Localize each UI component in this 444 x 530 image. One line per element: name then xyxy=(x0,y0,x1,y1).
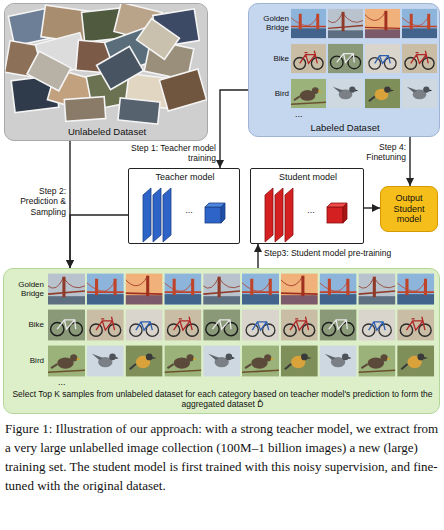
drawing-part xyxy=(328,9,363,38)
dataset-panel: Golden BridgeBikeBird...Select Top K sam… xyxy=(3,268,440,414)
drawing-part xyxy=(328,79,363,108)
drawing-part xyxy=(402,44,437,73)
drawing-part xyxy=(126,346,163,377)
flow-arrow xyxy=(364,207,380,208)
drawing-part xyxy=(64,97,105,122)
ellipsis: ... xyxy=(58,377,88,388)
drawing-part xyxy=(242,310,279,341)
model-box: Student model... xyxy=(250,168,364,244)
drawing-part xyxy=(281,274,318,305)
drawing-part xyxy=(48,310,85,341)
drawing-part xyxy=(365,79,400,108)
panel-title: Labeled Dataset xyxy=(249,122,440,133)
drawing-part xyxy=(48,274,85,305)
drawing-part xyxy=(242,274,279,305)
dataset-panel: Unlabeled Dataset xyxy=(4,3,208,141)
drawing-part xyxy=(320,274,357,305)
row-label: Golden Bridge xyxy=(6,280,44,299)
drawing-part xyxy=(365,9,400,38)
panel-note: Select Top K samples from unlabeled data… xyxy=(10,389,435,409)
step-label: Step 2: Prediction & Sampling xyxy=(10,186,66,217)
drawing-part xyxy=(27,51,71,91)
drawing-part xyxy=(164,274,201,305)
drawing-part xyxy=(126,274,163,305)
output-box: Output Student model xyxy=(380,186,438,232)
drawing-part xyxy=(137,19,180,60)
drawing-part xyxy=(397,274,434,305)
drawing-part xyxy=(164,310,201,341)
row-label: Bike xyxy=(251,54,289,63)
ellipsis: ... xyxy=(301,205,321,216)
drawing-part xyxy=(5,4,207,124)
drawing-part xyxy=(358,310,395,341)
row-label: Bird xyxy=(6,356,44,365)
row-label: Bird xyxy=(251,89,289,98)
model-box: Teacher model... xyxy=(128,168,240,244)
step-label: Step 4: Finetuning xyxy=(338,142,406,163)
drawing-part xyxy=(48,346,85,377)
drawing-part xyxy=(242,346,279,377)
drawing-part xyxy=(281,346,318,377)
drawing-part xyxy=(221,203,225,223)
flow-arrow xyxy=(257,244,258,268)
drawing-part xyxy=(97,46,144,89)
photo-pile xyxy=(5,4,208,128)
drawing-part xyxy=(159,69,206,111)
drawing-part xyxy=(5,4,208,128)
drawing-part xyxy=(87,310,124,341)
row-label: Bike xyxy=(6,320,44,329)
drawing-part xyxy=(358,346,395,377)
drawing-part xyxy=(203,310,240,341)
flow-arrow xyxy=(220,90,248,168)
box-title: Student model xyxy=(251,172,364,183)
drawing-part xyxy=(143,188,151,242)
drawing-part xyxy=(291,79,326,108)
drawing-part xyxy=(328,44,363,73)
drawing-part xyxy=(153,188,161,242)
drawing-part xyxy=(265,188,347,242)
drawing-part xyxy=(402,9,437,38)
drawing-part xyxy=(275,188,283,242)
panel-title: Unlabeled Dataset xyxy=(5,126,208,137)
step-label: Step3: Student model pre-training xyxy=(264,248,440,258)
drawing-part xyxy=(87,274,124,305)
flow-arrow xyxy=(409,137,410,186)
drawing-part xyxy=(285,188,293,242)
drawing-part xyxy=(203,274,240,305)
selected-thumbnails xyxy=(4,269,440,381)
drawing-part xyxy=(265,188,273,242)
drawing-part xyxy=(358,274,395,305)
drawing-part xyxy=(365,44,400,73)
drawing-part xyxy=(143,188,225,242)
step-label: Step 1: Teacher model training xyxy=(128,143,216,164)
drawing-part xyxy=(397,346,434,377)
dataset-panel: Golden BridgeBikeBird... Labeled Dataset xyxy=(248,3,440,137)
drawing-part xyxy=(327,207,343,223)
drawing-part xyxy=(163,188,171,242)
row-label: Golden Bridge xyxy=(251,14,289,33)
ellipsis: ... xyxy=(179,205,199,216)
figure-caption: Figure 1: Illustration of our approach: … xyxy=(5,419,440,495)
flow-arrow xyxy=(70,215,128,268)
drawing-part xyxy=(291,44,326,73)
drawing-part xyxy=(291,9,326,38)
drawing-part xyxy=(281,310,318,341)
drawing-part xyxy=(320,346,357,377)
drawing-part xyxy=(118,98,160,124)
drawing-part xyxy=(320,310,357,341)
ellipsis: ... xyxy=(295,109,325,120)
drawing-part xyxy=(397,310,434,341)
drawing-part xyxy=(203,346,240,377)
drawing-part xyxy=(402,79,437,108)
drawing-part xyxy=(164,346,201,377)
box-title: Output Student model xyxy=(382,193,436,225)
drawing-part xyxy=(205,207,221,223)
drawing-part xyxy=(87,346,124,377)
drawing-part xyxy=(126,310,163,341)
drawing-part xyxy=(343,203,347,223)
box-title: Teacher model xyxy=(129,172,240,183)
